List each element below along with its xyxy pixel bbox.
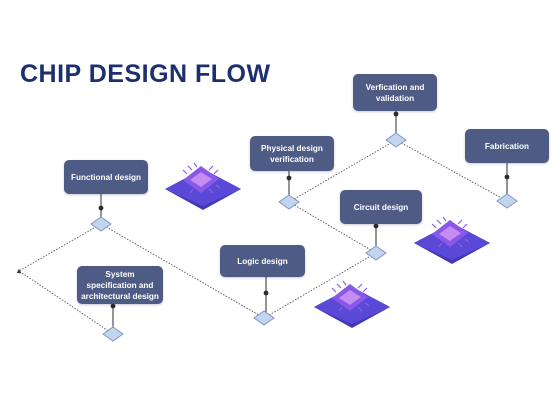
step-label: Circuit design bbox=[353, 202, 409, 212]
step-label: Fabrication bbox=[484, 141, 530, 151]
diamond-functional bbox=[90, 216, 112, 232]
page-title: CHIP DESIGN FLOW bbox=[20, 60, 271, 88]
connector-logic-to-circuit bbox=[263, 252, 377, 319]
connector-circuit-to-physical bbox=[288, 201, 377, 254]
step-label: Logic design bbox=[237, 256, 288, 266]
step-label: Functional design bbox=[70, 172, 142, 182]
step-label: Verfication and validation bbox=[365, 82, 425, 103]
diamond-logic bbox=[253, 310, 275, 326]
chip-icon bbox=[165, 162, 241, 210]
diamond-system-spec bbox=[102, 326, 124, 342]
step-physical-design-verification: Physical design verification bbox=[250, 136, 334, 171]
step-label: System specification and architectural d… bbox=[81, 269, 159, 301]
step-verification-and-validation: Verfication and validation bbox=[353, 74, 437, 111]
chip-icon bbox=[414, 216, 490, 264]
diamond-physical bbox=[278, 194, 300, 210]
diamond-verification bbox=[385, 132, 407, 148]
diamond-circuit bbox=[365, 245, 387, 261]
step-circuit-design: Circuit design bbox=[340, 190, 422, 224]
diamonds bbox=[90, 132, 518, 342]
diamond-fabrication bbox=[496, 193, 518, 209]
connector-lines bbox=[16, 139, 508, 335]
connector-physical-to-verification bbox=[288, 139, 397, 203]
step-functional-design: Functional design bbox=[64, 160, 148, 194]
connector-functional-to-logic bbox=[100, 223, 265, 319]
stem-dots bbox=[98, 111, 510, 309]
connector-verification-to-fabrication bbox=[395, 139, 508, 202]
step-fabrication: Fabrication bbox=[465, 129, 549, 163]
chip-icon bbox=[314, 280, 390, 328]
step-system-specification: System specification and architectural d… bbox=[77, 266, 163, 304]
step-logic-design: Logic design bbox=[220, 245, 305, 277]
step-label: Physical design verification bbox=[261, 143, 323, 164]
